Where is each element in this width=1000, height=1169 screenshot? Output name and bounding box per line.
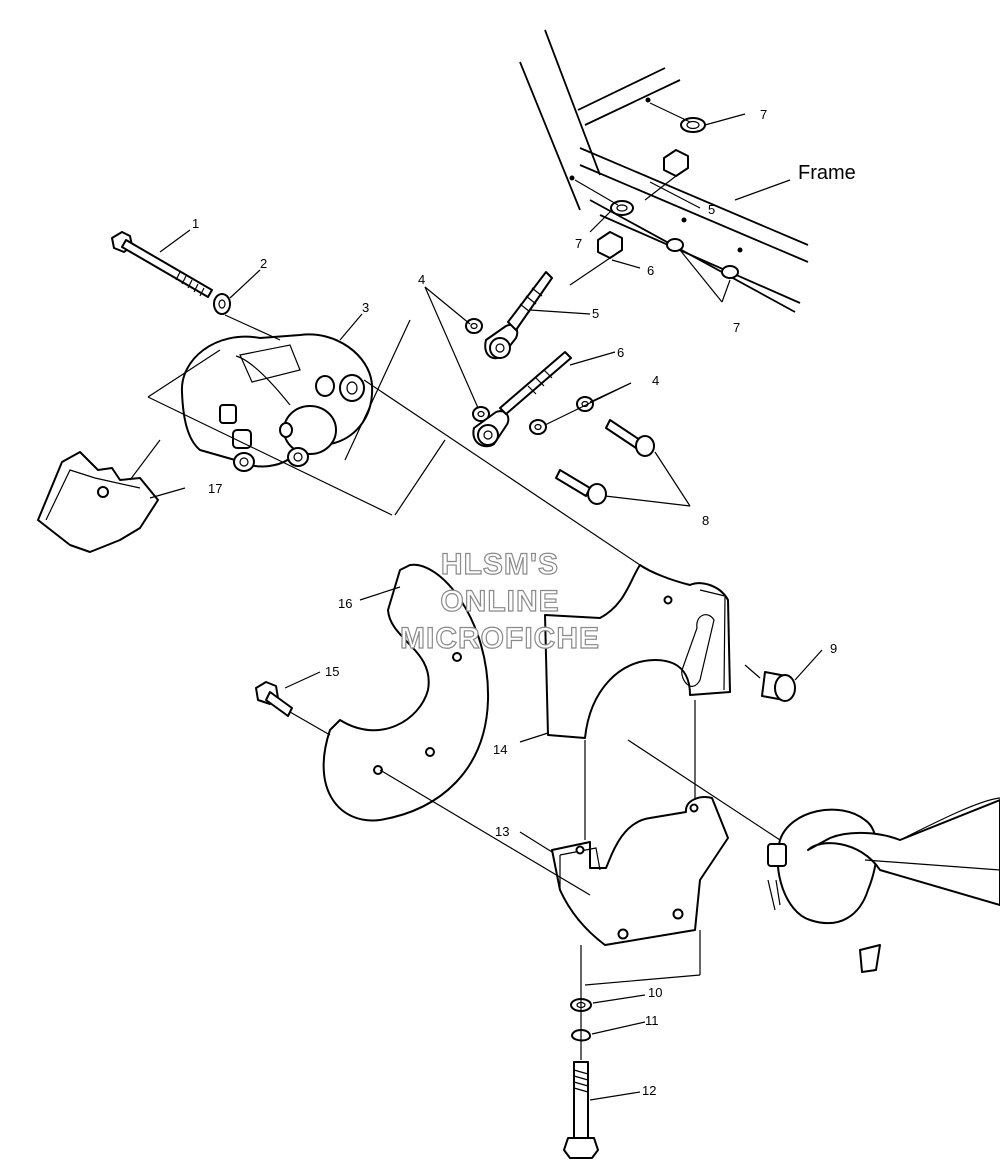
lower-link-rod xyxy=(472,351,572,448)
brake-disc xyxy=(322,563,490,822)
callout-1: 1 xyxy=(192,216,199,231)
watermark: HLSM'S ONLINE MICROFICHE xyxy=(399,547,600,655)
frame-label: Frame xyxy=(798,162,856,184)
callout-numbers: 1 2 3 4 4 5 5 6 6 7 7 7 8 9 10 11 12 13 … xyxy=(192,107,837,1098)
spacer-bushing xyxy=(761,671,796,702)
watermark-line-3: MICROFICHE xyxy=(400,622,600,655)
callout-9: 9 xyxy=(830,641,837,656)
callout-5: 5 xyxy=(708,202,715,217)
callout-3: 3 xyxy=(362,300,369,315)
brake-pad xyxy=(37,451,159,553)
axle-housing xyxy=(767,797,1000,973)
washer xyxy=(213,293,231,315)
callout-7: 7 xyxy=(760,107,767,122)
callout-14: 14 xyxy=(493,742,507,757)
callout-5: 5 xyxy=(592,306,599,321)
callout-6: 6 xyxy=(617,345,624,360)
callout-7: 7 xyxy=(575,236,582,251)
frame-hardware xyxy=(569,102,739,286)
washers xyxy=(465,318,594,435)
callout-11: 11 xyxy=(645,1013,659,1028)
callout-8: 8 xyxy=(702,513,709,528)
disc-bolt xyxy=(255,681,293,717)
lower-hardware xyxy=(563,998,599,1159)
callout-pointers xyxy=(149,113,823,1101)
callout-15: 15 xyxy=(325,664,339,679)
callout-13: 13 xyxy=(495,824,509,839)
callout-12: 12 xyxy=(642,1083,656,1098)
leader-lines xyxy=(129,314,781,1060)
callout-7: 7 xyxy=(733,320,740,335)
pivot-bolts xyxy=(555,419,655,505)
long-bolt xyxy=(111,231,213,298)
callout-17: 17 xyxy=(208,481,222,496)
callout-10: 10 xyxy=(648,985,662,1000)
frame xyxy=(519,29,809,313)
callout-4: 4 xyxy=(652,373,659,388)
watermark-line-1: HLSM'S xyxy=(441,548,559,581)
callout-6: 6 xyxy=(647,263,654,278)
callout-4: 4 xyxy=(418,272,425,287)
callout-16: 16 xyxy=(338,596,352,611)
upper-bracket xyxy=(544,564,731,739)
callout-2: 2 xyxy=(260,256,267,271)
upper-link-rod xyxy=(484,271,553,360)
watermark-line-2: ONLINE xyxy=(440,585,559,618)
brake-caliper xyxy=(147,333,393,516)
lower-bracket xyxy=(551,796,729,946)
